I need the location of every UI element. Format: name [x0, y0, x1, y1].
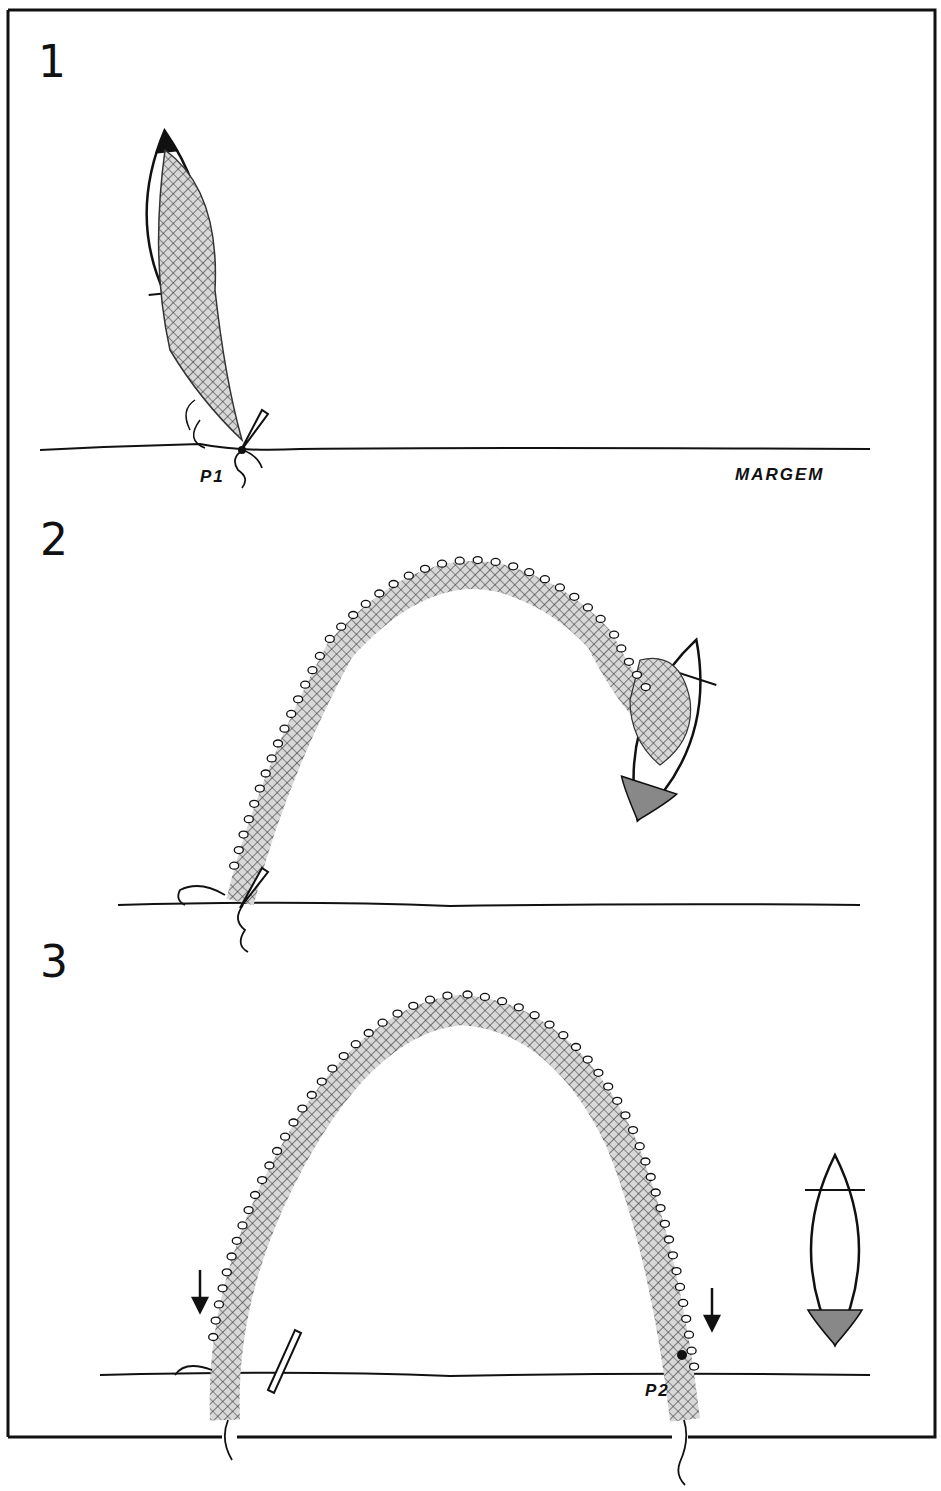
- frame-left: [7, 10, 10, 1437]
- boat: [805, 1155, 865, 1345]
- label: P2: [645, 1382, 670, 1399]
- stake-rope: [235, 450, 262, 488]
- panel-number: 3: [40, 940, 68, 984]
- label: MARGEM: [735, 466, 824, 483]
- stake: [240, 410, 268, 452]
- stake-rope: [238, 905, 248, 952]
- point-p1: [238, 446, 246, 454]
- shoreline: [118, 903, 860, 906]
- net-rope: [178, 886, 225, 905]
- arrows: [193, 1270, 719, 1330]
- net-band: [225, 1010, 685, 1420]
- label: P1: [200, 468, 225, 485]
- shoreline: [40, 444, 870, 450]
- panel-number: 2: [40, 518, 68, 562]
- stake: [268, 1330, 301, 1393]
- net-rope: [186, 400, 205, 448]
- net-rope: [175, 1366, 686, 1485]
- frame: [8, 10, 935, 1437]
- net-band: [240, 575, 650, 902]
- floats: [209, 557, 699, 1371]
- piled-net: [159, 150, 242, 440]
- piled-net: [630, 658, 691, 765]
- panel-number: 1: [38, 40, 66, 84]
- stake: [240, 868, 268, 908]
- point-p2: [677, 1350, 687, 1360]
